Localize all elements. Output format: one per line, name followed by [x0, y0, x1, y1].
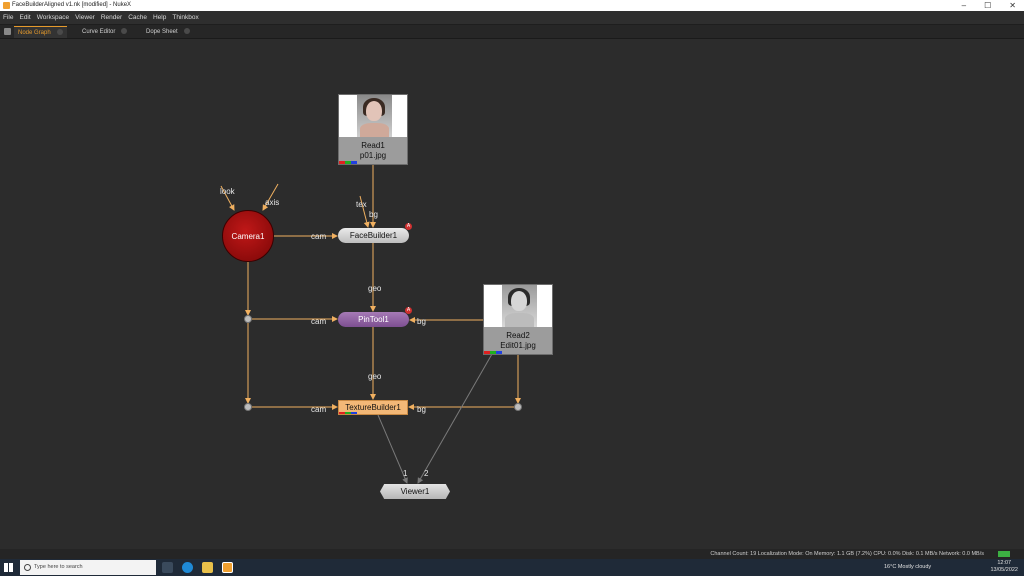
minimize-icon[interactable]: – [961, 1, 967, 10]
facebuilder1-label: FaceBuilder1 [349, 231, 398, 240]
texturebuilder1-label: TextureBuilder1 [345, 403, 401, 412]
facebuilder-badge: A [405, 223, 412, 230]
tab-curve-editor[interactable]: Curve Editor [78, 26, 131, 38]
menu-render[interactable]: Render [100, 14, 123, 21]
windows-start-icon[interactable] [4, 563, 13, 572]
tab-label: Curve Editor [82, 29, 116, 35]
tab-node-graph[interactable]: Node Graph [14, 26, 67, 38]
clock-date: 13/05/2022 [990, 567, 1018, 573]
menu-bar: File Edit Workspace Viewer Render Cache … [0, 11, 1024, 25]
read2-name: Read2 [506, 331, 530, 340]
menu-viewer[interactable]: Viewer [75, 14, 95, 21]
pipe-label-geo: geo [368, 284, 382, 293]
read1-file: p01.jpg [359, 151, 387, 160]
tab-label: Dope Sheet [146, 29, 178, 35]
pipe-label-bg: bg [417, 405, 426, 414]
face-thumbnail-image [502, 285, 537, 327]
nuke-taskbar-icon[interactable] [222, 562, 233, 573]
menu-edit[interactable]: Edit [19, 14, 31, 21]
pipe-label-tex: tex [356, 200, 367, 209]
file-explorer-icon[interactable] [202, 562, 213, 573]
texturebuilder1-node[interactable]: TextureBuilder1 [338, 400, 408, 415]
menu-help[interactable]: Help [152, 14, 167, 21]
close-icon[interactable]: ✕ [1009, 1, 1016, 10]
tab-dope-sheet[interactable]: Dope Sheet [142, 26, 194, 38]
status-text: Channel Count: 19 Localization Mode: On … [710, 551, 984, 557]
pipe-label-input-1: 1 [403, 469, 408, 478]
title-bar: FaceBuilderAligned v1.nk [modified] - Nu… [0, 0, 1024, 11]
dot-node[interactable] [244, 315, 252, 323]
menu-thinkbox[interactable]: Thinkbox [172, 14, 199, 21]
read2-file: Edit01.jpg [500, 341, 536, 350]
read1-name: Read1 [361, 141, 385, 150]
pipe-label-bg: bg [369, 210, 378, 219]
tab-close-icon[interactable] [121, 28, 128, 34]
read1-thumbnail [339, 95, 407, 137]
read2-node[interactable]: Read2 Edit01.jpg [483, 284, 553, 355]
facebuilder1-node[interactable]: FaceBuilder1 [338, 228, 409, 243]
read1-node[interactable]: Read1 p01.jpg [338, 94, 408, 165]
pintool1-node[interactable]: PinTool1 [338, 312, 409, 327]
pipe-label-cam: cam [311, 232, 327, 241]
pintool1-label: PinTool1 [358, 315, 389, 324]
pipe-label-cam: cam [311, 317, 327, 326]
system-clock[interactable]: 12:07 13/05/2022 [990, 560, 1018, 574]
pipe-label-geo: geo [368, 372, 382, 381]
channel-indicator [484, 351, 552, 354]
edge-browser-icon[interactable] [182, 562, 193, 573]
pintool-badge: A [405, 307, 412, 314]
dot-node[interactable] [514, 403, 522, 411]
tab-bar: Node Graph Curve Editor Dope Sheet [0, 25, 1024, 39]
taskbar-search[interactable]: Type here to search [20, 560, 156, 575]
tab-close-icon[interactable] [183, 28, 190, 34]
pipe-label-input-2: 2 [424, 469, 429, 478]
camera1-node[interactable]: Camera1 [222, 210, 274, 262]
menu-file[interactable]: File [3, 14, 14, 21]
read2-thumbnail [484, 285, 552, 327]
window-title: FaceBuilderAligned v1.nk [modified] - Nu… [12, 2, 132, 8]
progress-indicator-icon [998, 551, 1010, 557]
pipe-label-bg: bg [417, 317, 426, 326]
nuke-app-icon [3, 2, 10, 9]
search-placeholder: Type here to search [34, 564, 83, 570]
taskbar: Type here to search 16°C Mostly cloudy 1… [0, 559, 1024, 576]
camera1-label: Camera1 [231, 231, 265, 241]
menu-cache[interactable]: Cache [128, 14, 147, 21]
tab-close-icon[interactable] [56, 29, 63, 35]
pipe-label-axis: axis [265, 198, 280, 207]
search-icon [24, 564, 31, 571]
channel-indicator [339, 161, 407, 164]
face-thumbnail-image [357, 95, 392, 137]
pipe-label-cam: cam [311, 405, 327, 414]
dot-node[interactable] [244, 403, 252, 411]
maximize-icon[interactable]: ☐ [984, 1, 992, 10]
viewer1-node[interactable]: Viewer1 [380, 484, 450, 499]
clock-time: 12:07 [997, 560, 1012, 566]
panel-menu-icon[interactable] [4, 28, 11, 35]
weather-status: 16°C Mostly cloudy [884, 564, 932, 570]
pipe-label-look: look [220, 187, 235, 196]
task-view-icon[interactable] [162, 562, 173, 573]
viewer1-label: Viewer1 [400, 487, 430, 496]
menu-workspace[interactable]: Workspace [36, 14, 70, 21]
channel-indicator [339, 412, 357, 414]
tab-label: Node Graph [18, 30, 51, 36]
status-bar: Channel Count: 19 Localization Mode: On … [0, 549, 1024, 559]
